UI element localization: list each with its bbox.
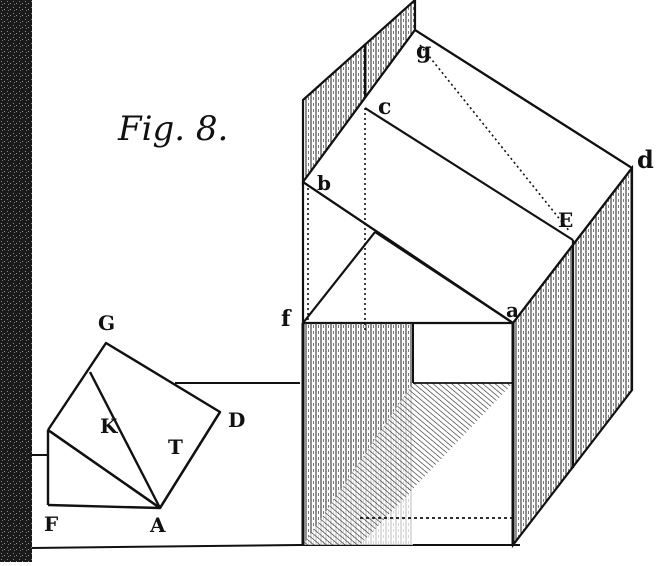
label-a: a [506, 298, 519, 322]
label-b: b [317, 171, 331, 195]
label-K: K [100, 414, 118, 438]
label-T: T [168, 435, 183, 459]
construction-lines [307, 44, 571, 330]
figure-caption: Fig. 8. [118, 109, 229, 149]
inner-floor [360, 382, 513, 519]
label-A: A [150, 513, 166, 537]
label-E: E [558, 208, 574, 232]
label-G: G [98, 311, 116, 335]
label-F: F [44, 512, 59, 536]
label-g: g [416, 38, 432, 64]
label-d: d [637, 145, 654, 174]
small-prism [46, 341, 222, 510]
floor-shadow [303, 383, 513, 545]
left-border-shading [0, 0, 32, 562]
label-f: f [281, 306, 291, 332]
right-walls [511, 164, 634, 549]
label-c: c [378, 94, 392, 120]
label-D: D [228, 408, 246, 432]
